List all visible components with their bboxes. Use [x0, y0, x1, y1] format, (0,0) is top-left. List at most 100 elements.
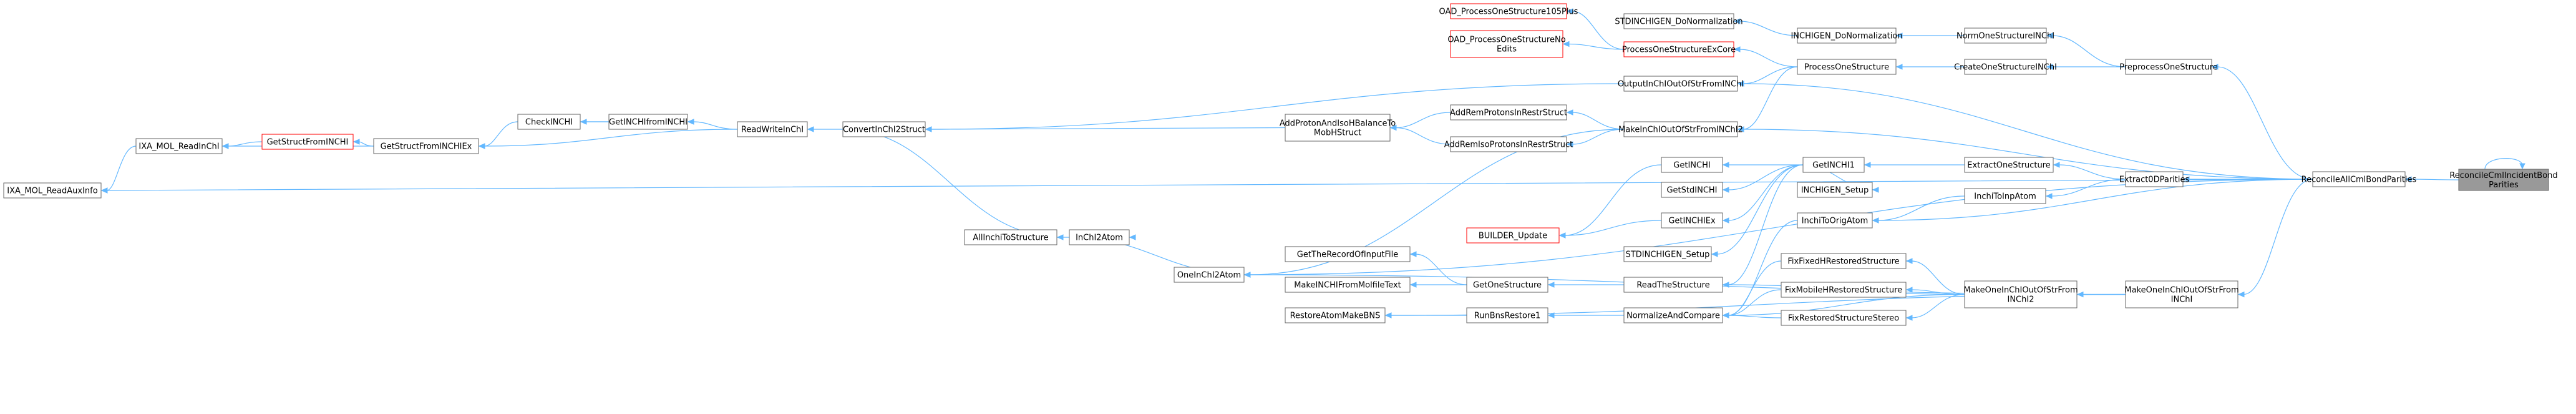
node-label: Extract0DParities	[2119, 175, 2190, 185]
node-box	[135, 138, 223, 154]
arrowhead	[1895, 64, 1903, 70]
node-box	[608, 114, 688, 130]
node-all-inchi-to-structure[interactable]: AllInchiToStructure	[964, 229, 1057, 245]
node-convert-inchi2struct[interactable]: ConvertInChI2Struct	[842, 121, 926, 137]
call-edge-line	[1716, 164, 1804, 255]
arrowhead	[2076, 291, 2084, 298]
node-fix-mobile-h[interactable]: FixMobileHRestoredStructure	[1781, 282, 1907, 298]
arrowhead	[2404, 176, 2412, 182]
call-edge	[1722, 164, 1804, 193]
call-edge	[1389, 124, 1451, 145]
node-fix-stereo[interactable]: FixRestoredStructureStereo	[1781, 310, 1907, 326]
node-inchigen-setup[interactable]: INCHIGEN_Setup	[1797, 182, 1873, 198]
arrowhead	[687, 119, 694, 125]
arrowhead	[1895, 32, 1903, 39]
call-edge	[1905, 287, 1965, 295]
call-edge	[2053, 162, 2126, 180]
node-box	[1623, 13, 1734, 29]
node-ixa-readinchi[interactable]: IXA_MOL_ReadInChI	[135, 138, 223, 154]
node-get-one-structure[interactable]: GetOneStructure	[1466, 277, 1548, 293]
node-extract-one[interactable]: ExtractOneStructure	[1964, 157, 2054, 173]
node-get-next-record[interactable]: GetTheRecordOfInputFile	[1285, 246, 1411, 262]
node-get-struct-from-inchi[interactable]: GetStructFromINCHI	[261, 134, 354, 150]
call-edge-line	[1877, 195, 1965, 221]
node-add-rem-isoprotons[interactable]: AddRemIsoProtonsInRestrStruct	[1444, 136, 1573, 152]
node-box	[373, 138, 479, 154]
arrowhead	[1243, 272, 1251, 278]
node-inchi-to-orig[interactable]: InchiToOrigAtom	[1797, 212, 1873, 229]
node-inchi-to-inp[interactable]: InchiToInpAtom	[1964, 188, 2046, 204]
node-create-one[interactable]: CreateOneStructureINChI	[1954, 59, 2057, 75]
call-edge	[842, 129, 1064, 240]
node-make-inchi-from-molfile[interactable]: MakeINCHIFromMolfileText	[1285, 277, 1411, 293]
call-edge	[1566, 8, 1625, 50]
node-box	[3, 182, 102, 199]
call-edge	[1872, 195, 1965, 224]
node-one-inchi2atom[interactable]: OneInChI2Atom	[1174, 267, 1245, 283]
node-restore-atom-make-bns[interactable]: RestoreAtomMakeBNS	[1285, 307, 1386, 323]
node-inchi2atom[interactable]: InChI2Atom	[1069, 229, 1130, 245]
node-box	[1450, 136, 1567, 152]
node-ixa-readauxinfo[interactable]: IXA_MOL_ReadAuxInfo	[3, 182, 102, 199]
call-edge-line	[1728, 164, 1804, 190]
node-box	[1285, 277, 1411, 293]
node-get-struct-from-inchi-ex[interactable]: GetStructFromINCHIEx	[373, 138, 479, 154]
node-stdinchigen-setup[interactable]: STDINCHIGEN_Setup	[1623, 246, 1712, 262]
call-edge	[1895, 32, 1965, 39]
node-extract-0d[interactable]: Extract0DParities	[2119, 171, 2190, 187]
node-get-inchi[interactable]: GetINCHI	[1661, 157, 1723, 173]
node-preprocess[interactable]: PreprocessOneStructure	[2119, 59, 2218, 75]
arrowhead	[100, 187, 108, 194]
node-fix-fixed-h[interactable]: FixFixedHRestoredStructure	[1781, 253, 1907, 269]
node-normalize-compare[interactable]: NormalizeAndCompare	[1623, 307, 1723, 323]
node-label: ReconcileAllCmlBondParities	[2301, 175, 2417, 185]
call-edge-line	[1728, 289, 1782, 316]
node-norm-one[interactable]: NormOneStructureINChI	[1956, 27, 2054, 44]
node-get-inchi1[interactable]: GetINCHI1	[1802, 157, 1865, 173]
call-edge	[1547, 282, 1624, 288]
call-edge-line	[1742, 129, 2313, 180]
arrowhead	[1566, 8, 1573, 14]
node-box	[1623, 121, 1738, 137]
call-edge-line	[2217, 66, 2313, 180]
node-add-rem-protons[interactable]: AddRemProtonsInRestrStruct	[1450, 104, 1567, 121]
call-edge-line	[1742, 66, 1798, 84]
node-oad-105plus[interactable]: OAD_ProcessOneStructure105Plus	[1439, 3, 1578, 19]
node-process-one-ex[interactable]: ProcessOneStructureExCore	[1622, 41, 1736, 57]
node-run-bns-restore1[interactable]: RunBnsRestore1	[1466, 307, 1548, 323]
node-read-the-structure[interactable]: ReadTheStructure	[1623, 277, 1723, 293]
node-box	[1623, 246, 1712, 262]
call-edge-line	[1395, 127, 1451, 145]
node-get-std-inchi[interactable]: GetStdINCHI	[1661, 182, 1723, 198]
node-inchigen-donorm[interactable]: INCHIGEN_DoNormalization	[1791, 27, 1903, 44]
node-get-inchi-from-inchi[interactable]: GetINCHIfromINCHI	[608, 114, 688, 130]
call-edge-line	[693, 121, 738, 130]
node-check-inchi[interactable]: CheckINCHI	[517, 114, 581, 130]
node-label: INCHIGEN_Setup	[1801, 186, 1869, 195]
node-label: CreateOneStructureINChI	[1954, 63, 2057, 72]
node-stdinchigen-donorm[interactable]: STDINCHIGEN_DoNormalization	[1615, 13, 1743, 29]
call-edge-line	[1739, 49, 1798, 67]
node-output-inchi[interactable]: OutputInChIOutOfStrFromINChI	[1618, 76, 1744, 92]
node-get-inchi-ex[interactable]: GetINCHIEx	[1661, 212, 1723, 229]
call-edge	[1547, 312, 1624, 318]
node-make-inchi2[interactable]: MakeInChIOutOfStrFromINChI2	[1618, 121, 1743, 137]
call-edge	[1733, 18, 1798, 36]
node-label: MobHStruct	[1314, 129, 1361, 138]
node-process-one[interactable]: ProcessOneStructure	[1797, 59, 1897, 75]
call-edge	[1864, 162, 1965, 168]
call-edge-line	[484, 129, 738, 147]
node-box	[1661, 157, 1723, 173]
node-reconcile-all[interactable]: ReconcileAllCmlBondParities	[2301, 171, 2417, 187]
node-box	[1797, 182, 1873, 198]
call-edge-line	[2051, 35, 2126, 67]
call-edge	[1722, 164, 1804, 288]
node-builder-update[interactable]: BUILDER_Update	[1466, 227, 1560, 244]
node-read-write-inchi[interactable]: ReadWriteInChI	[737, 121, 808, 137]
call-edge	[1722, 220, 1798, 318]
